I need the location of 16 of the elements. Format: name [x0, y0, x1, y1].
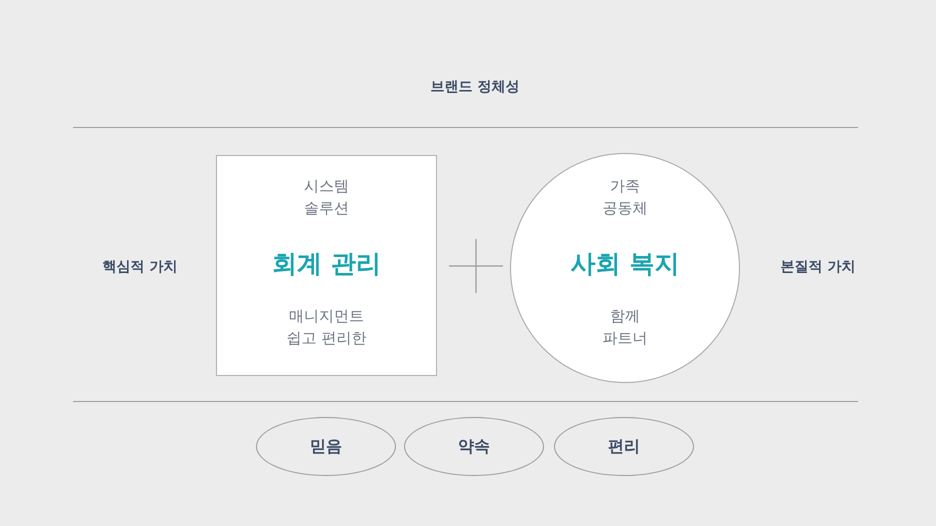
side-label: 핵심적 가치 [102, 258, 178, 276]
value-ellipse [554, 417, 694, 476]
value-label: 믿음 [310, 436, 342, 457]
keyword-text: 가족 공동체 [602, 176, 648, 219]
value-ellipse [404, 417, 544, 476]
value-label: 편리 [608, 436, 640, 457]
side-label: 본질적 가치 [780, 258, 856, 276]
square-card [216, 155, 437, 376]
keyword-text: 함께 파트너 [602, 306, 648, 349]
keyword-text: 시스템 솔루션 [304, 176, 349, 219]
value-label: 약속 [458, 436, 490, 457]
diagram-title: 브랜드 정체성 [430, 78, 520, 96]
keyword-text: 매니지먼트 쉽고 편리한 [286, 306, 368, 349]
main-heading: 회계 관리 [272, 249, 381, 279]
value-ellipse [256, 417, 396, 476]
main-heading: 사회 복지 [570, 249, 680, 279]
